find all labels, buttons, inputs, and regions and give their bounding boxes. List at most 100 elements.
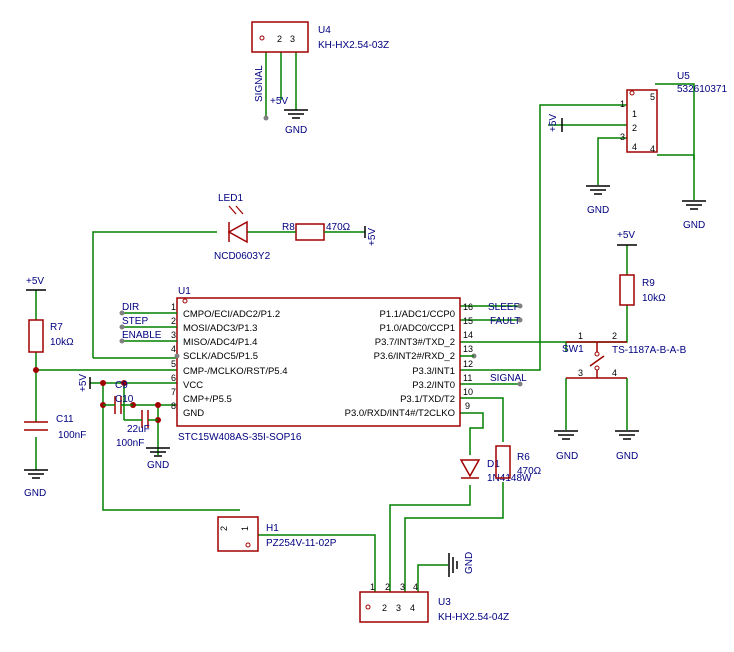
r7-value: 10kΩ xyxy=(50,337,74,348)
u3-pin-3-inner: 3 xyxy=(396,603,401,613)
u1-pin9-num: 9 xyxy=(465,401,470,411)
u1-pin6-num: 6 xyxy=(171,373,176,383)
sw1-gnd-symbol-1 xyxy=(554,430,578,440)
u1-pin16-name: P1.1/ADC1/CCP0 xyxy=(379,309,455,320)
u1-pin5-name: CMP-/MCLKO/RST/P5.4 xyxy=(183,366,288,377)
u1-pin4-name: SCLK/ADC5/P1.5 xyxy=(183,351,258,362)
c11-gnd-symbol xyxy=(24,469,48,479)
c9-c10-capacitors: +5V C9 C10 22uF 100nF GND xyxy=(78,374,170,471)
net-sleep-label: SLEEP xyxy=(488,302,521,313)
u5-vcc-label: +5V xyxy=(548,114,559,132)
u1-pin7-num: 7 xyxy=(171,387,176,397)
u5-gnd-symbol-1 xyxy=(586,185,610,195)
u3-pin-3: 3 xyxy=(400,582,405,592)
u4-vcc-label: +5V xyxy=(270,96,288,107)
u4-signal-label: SIGNAL xyxy=(254,65,265,102)
r8-value: 470Ω xyxy=(326,222,351,233)
sw1-designator: SW1 xyxy=(562,344,584,355)
sw1-pin-2: 2 xyxy=(612,331,617,341)
h1-pin-2: 2 xyxy=(219,526,229,531)
u5-pin-1-outer: 1 xyxy=(620,99,625,109)
u1-pin13-num: 13 xyxy=(463,344,473,354)
r9-value: 10kΩ xyxy=(642,293,666,304)
u3-gnd-label: GND xyxy=(464,552,475,574)
h1-part: PZ254V-11-02P xyxy=(266,538,337,549)
led1: LED1 NCD0603Y2 xyxy=(214,193,271,262)
u5-pin-1: 1 xyxy=(632,109,637,119)
d1-designator: D1 xyxy=(487,459,500,470)
r6-designator: R6 xyxy=(517,452,530,463)
h1-header: 2 1 H1 PZ254V-11-02P xyxy=(217,516,337,552)
sw1-pin-3: 3 xyxy=(578,368,583,378)
net-dir-label: DIR xyxy=(122,302,139,313)
u5-pin-3: 3 xyxy=(620,132,625,142)
u1-pin2-name: MOSI/ADC3/P1.3 xyxy=(183,323,257,334)
u1-pin3-num: 3 xyxy=(171,330,176,340)
u1-pin4-num: 4 xyxy=(171,344,176,354)
u1-pin5-num: 5 xyxy=(171,359,176,369)
u3-pin-2-inner: 2 xyxy=(382,603,387,613)
u3-designator: U3 xyxy=(438,597,451,608)
c10-gnd-label: GND xyxy=(147,460,169,471)
u1-pin1-name: CMPO/ECI/ADC2/P1.2 xyxy=(183,309,280,320)
u1-pin10-num: 10 xyxy=(463,387,473,397)
rst-junction xyxy=(33,367,39,373)
c9-value: 22uF xyxy=(127,424,150,435)
r6-resistor: R6 470Ω xyxy=(495,445,542,479)
u5-designator: U5 xyxy=(677,71,690,82)
u1-pin15-name: P1.0/ADC0/CCP1 xyxy=(379,323,455,334)
sw1-pin-4: 4 xyxy=(612,368,617,378)
u5-gnd-symbol-2 xyxy=(682,200,706,210)
u1-pin1-num: 1 xyxy=(171,302,176,312)
sw1-gnd-label-2: GND xyxy=(616,451,638,462)
h1-pin-1: 1 xyxy=(240,526,250,531)
u4-pin-3: 3 xyxy=(290,34,295,44)
u1-pin8-num: 8 xyxy=(171,401,176,411)
u1-part: STC15W408AS-35I-SOP16 xyxy=(178,432,302,443)
c10-value: 100nF xyxy=(116,438,144,449)
c10-gnd-symbol xyxy=(146,447,170,457)
r9-designator: R9 xyxy=(642,278,655,289)
u1-pin10-name: P3.1/TXD/T2 xyxy=(400,394,455,405)
u5-part: 532610371 xyxy=(677,84,727,95)
r7-resistor: +5V R7 10kΩ xyxy=(26,276,74,373)
sw1-gnd-symbol-2 xyxy=(615,430,639,440)
u1-pin14-num: 14 xyxy=(463,330,473,340)
c10-designator: C10 xyxy=(115,394,134,405)
u1-designator: U1 xyxy=(178,286,191,297)
c9-designator: C9 xyxy=(115,380,128,391)
u1-pin13-name: P3.6/INT2#/RXD_2 xyxy=(374,351,455,362)
sw1-pin-1: 1 xyxy=(578,331,583,341)
net-fault-label: FAULT xyxy=(490,316,520,327)
net-step-label: STEP xyxy=(122,316,148,327)
u3-pin-1: 1 xyxy=(370,582,375,592)
led1-designator: LED1 xyxy=(218,193,243,204)
u3-pin-4-inner: 4 xyxy=(410,603,415,613)
u4-gnd-label: GND xyxy=(285,125,307,136)
u1-pin8-name: GND xyxy=(183,408,204,419)
h1-designator: H1 xyxy=(266,523,279,534)
u1-pin7-name: CMP+/P5.5 xyxy=(183,394,232,405)
c11-value: 100nF xyxy=(58,430,86,441)
u3-part: KH-HX2.54-04Z xyxy=(438,612,509,623)
c11-gnd-label: GND xyxy=(24,488,46,499)
r6-value: 470Ω xyxy=(517,466,542,477)
u4-pin-2: 2 xyxy=(277,34,282,44)
u5-pin-4-inner: 4 xyxy=(632,142,637,152)
led1-part: NCD0603Y2 xyxy=(214,251,271,262)
sw1-switch: 1 2 3 4 SW1 TS-1187A-B-A-B GND GND xyxy=(554,331,687,462)
u1-pin11-num: 11 xyxy=(463,373,472,383)
u1-pin16-num: 16 xyxy=(463,302,473,312)
c11-capacitor: C11 100nF GND xyxy=(24,414,86,499)
u1-pin9-name: P3.0/RXD/INT4#/T2CLKO xyxy=(345,408,455,419)
u3-gnd-symbol xyxy=(448,553,458,577)
u1-pin12-num: 12 xyxy=(463,359,473,369)
sw1-part: TS-1187A-B-A-B xyxy=(612,345,687,356)
u4-signal-pin-dot xyxy=(263,115,269,121)
u1-pin6-name: VCC xyxy=(183,380,203,391)
r9-vcc-label: +5V xyxy=(617,230,635,241)
u3-pin-4: 4 xyxy=(413,582,418,592)
u4-connector: 2 3 U4 KH-HX2.54-03Z SIGNAL +5V GND xyxy=(251,21,389,136)
u5-switch: 1 1 2 3 5 4 4 U5 532610371 +5V GND GND xyxy=(548,71,727,231)
